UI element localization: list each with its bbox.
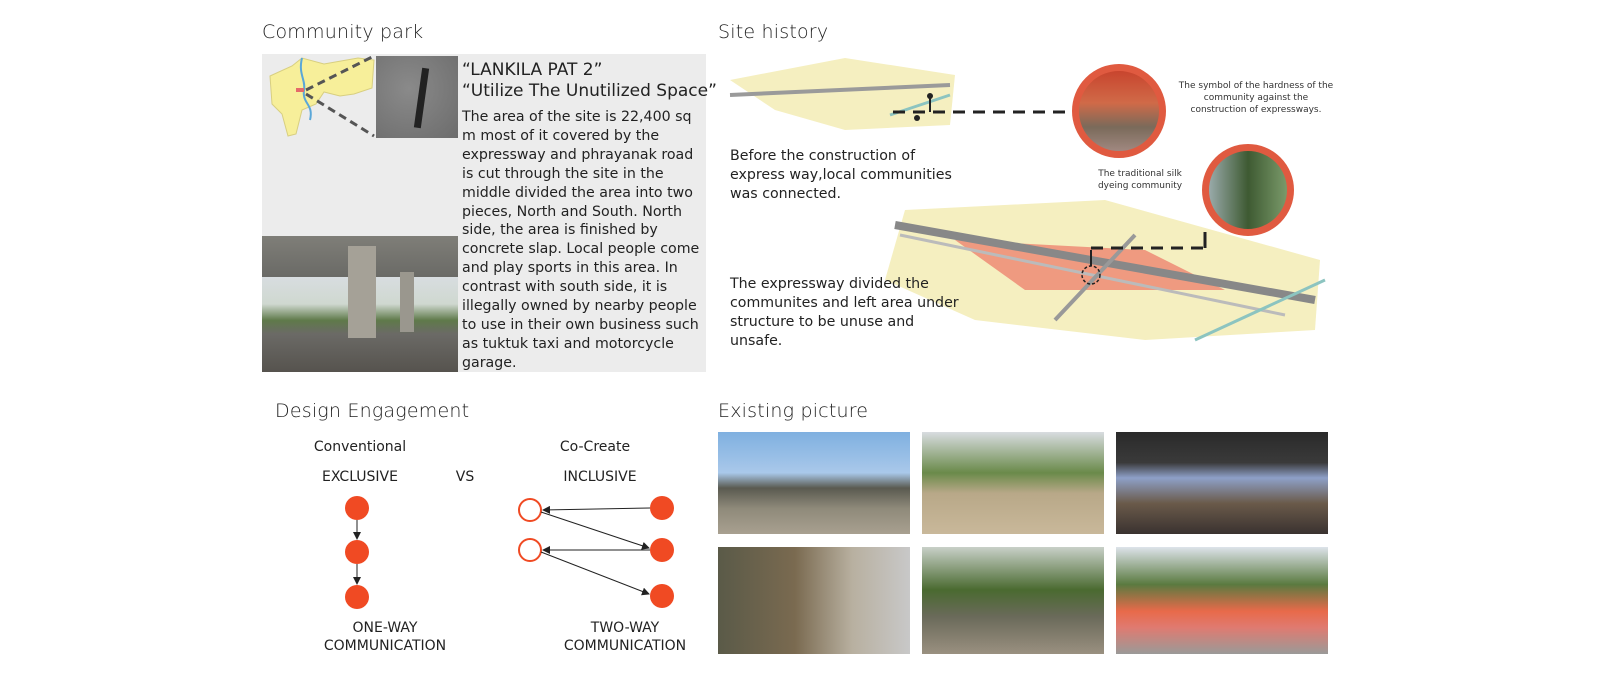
one-way-label-2: COMMUNICATION: [323, 638, 447, 654]
silk-dyeing-photo: [1072, 64, 1166, 158]
silk-caption: The traditional silk dyeing community: [1097, 169, 1183, 191]
design-engagement-title: Design Engagement: [275, 400, 470, 422]
existing-photo-1: [718, 432, 910, 534]
co-create-label: Co-Create: [559, 439, 631, 455]
inclusive-label: INCLUSIVE: [563, 469, 637, 485]
one-way-label-1: ONE-WAY: [352, 620, 418, 636]
underpass-photo: [262, 236, 458, 372]
existing-photo-4: [718, 547, 910, 654]
site-history-title: Site history: [718, 21, 829, 43]
two-way-label-2: COMMUNICATION: [563, 638, 687, 654]
two-way-label-1: TWO-WAY: [590, 620, 660, 636]
communication-diagram: [345, 496, 674, 609]
existing-picture-title: Existing picture: [718, 400, 869, 422]
exclusive-label: EXCLUSIVE: [322, 469, 398, 485]
project-name: “LANKILA PAT 2”: [462, 60, 603, 80]
existing-photo-6: [1116, 547, 1328, 654]
existing-photo-5: [922, 547, 1104, 654]
conventional-label: Conventional: [313, 439, 407, 455]
existing-photo-2: [922, 432, 1104, 534]
site-history-diagram: [729, 58, 1326, 342]
existing-photo-3: [1116, 432, 1328, 534]
site-description: The area of the site is 22,400 sq m most…: [462, 109, 700, 371]
vs-label: VS: [455, 469, 475, 485]
after-text: The expressway divided the communites an…: [730, 276, 959, 349]
satellite-image: [376, 56, 458, 138]
location-map: [269, 54, 375, 138]
before-text: Before the construction of express way,l…: [730, 148, 952, 202]
community-park-title: Community park: [262, 21, 424, 43]
community-symbol-photo: [1202, 144, 1294, 236]
project-slogan: “Utilize The Unutilized Space”: [462, 81, 717, 101]
symbol-caption: The symbol of the hardness of the commun…: [1178, 81, 1334, 115]
